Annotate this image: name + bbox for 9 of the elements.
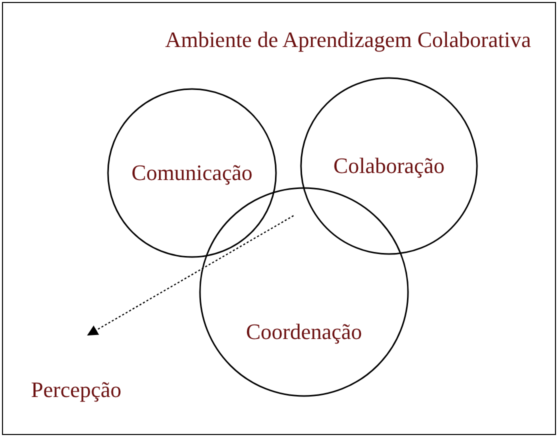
arrow [87, 215, 294, 336]
concept-label: Percepção [31, 339, 122, 403]
venn-circle [199, 186, 409, 398]
set-label: Comunicação [132, 160, 252, 186]
venn-circle [107, 88, 277, 258]
venn-circle [300, 77, 478, 255]
set-label: Colaboração [333, 153, 445, 179]
set-label: Coordenação [246, 319, 362, 345]
heading: Ambiente de Aprendizagem Colaborativa [165, 27, 532, 53]
